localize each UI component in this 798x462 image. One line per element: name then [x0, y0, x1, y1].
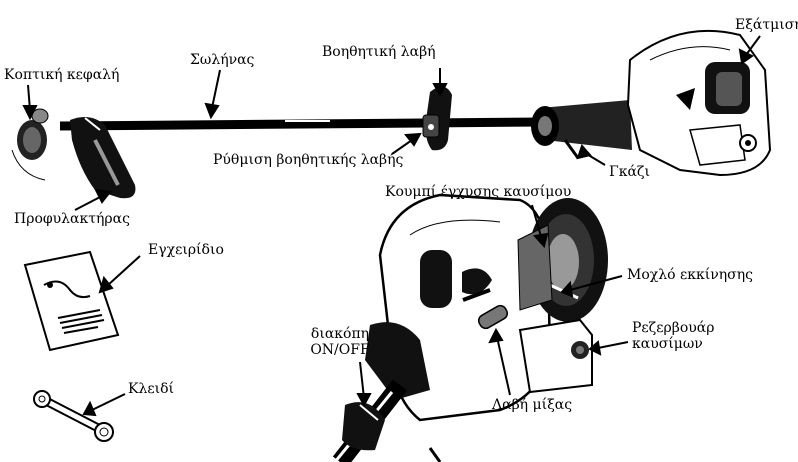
label-choke: Λαβή μίξας [492, 397, 572, 413]
label-wrench: Κλειδί [128, 381, 174, 397]
label-fuel-tank: Ρεζερβουάρ καυσίμων [632, 320, 752, 352]
manual-booklet-icon [25, 252, 118, 350]
label-guard: Προφυλακτήρας [14, 211, 130, 227]
label-switch: διακόπη ON/OFF [305, 326, 375, 358]
label-switch-line1: διακόπη [305, 326, 375, 342]
label-exhaust: Εξάτμιση [735, 17, 798, 33]
label-cutting-head: Κοπτική κεφαλή [4, 67, 119, 83]
label-switch-line2: ON/OFF [305, 342, 375, 358]
label-throttle: Γκάζι [609, 164, 650, 180]
label-aux-handle: Βοηθητική λαβή [322, 44, 436, 60]
label-manual: Εγχειρίδιο [148, 242, 224, 258]
label-aux-handle-adjust: Ρύθμιση βοηθητικής λαβής [213, 152, 403, 168]
label-primer-button: Κουμπί έγχυσης καυσίμου [385, 184, 571, 200]
wrench-icon [34, 391, 113, 441]
engine-closeup-illustration [335, 195, 608, 462]
label-starter-handle: Μοχλό εκκίνησης [627, 267, 753, 283]
label-shaft: Σωλήνας [190, 52, 254, 68]
label-fuel-tank-text: Ρεζερβουάρ καυσίμων [632, 320, 722, 352]
